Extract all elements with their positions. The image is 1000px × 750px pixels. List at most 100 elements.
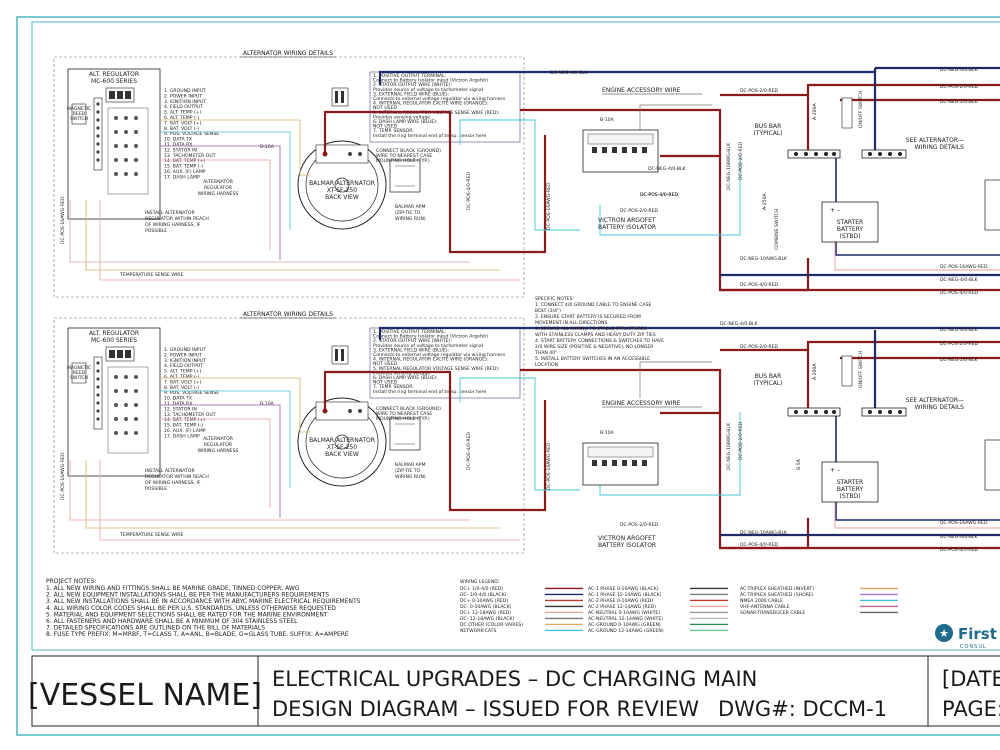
specific-notes-title: SPECIFIC NOTES: bbox=[535, 296, 574, 302]
fuse-a250-top: A-250A bbox=[762, 193, 768, 210]
pin-item: 16. AUX. (F) LAMP bbox=[164, 428, 206, 434]
terminal-note: Provides source of voltage to tachometer… bbox=[373, 87, 483, 93]
pin-item: 14. BAT. TEMP (+) bbox=[164, 417, 205, 423]
fuse-b5: B-5A bbox=[796, 458, 802, 470]
project-note-line: 4. ALL WIRING COLOR CODES SHALL BE PER U… bbox=[46, 605, 336, 612]
terminal-note: Provides source of voltage to tachometer… bbox=[373, 343, 483, 349]
project-note-line: 1. ALL NEW WIRING AND FITTINGS SHALL BE … bbox=[46, 585, 300, 592]
bus-bar-label: BUS BAR(TYPICAL) bbox=[753, 373, 782, 387]
pin-item: 2. POWER INPUT bbox=[164, 93, 202, 99]
dc-pos-16-mid: DC-POS-16AWG-RED bbox=[546, 182, 552, 230]
pin-item: 4. FIELD OUTPUT bbox=[164, 104, 203, 110]
legend-entry: DC+ 12-18AWG (RED) bbox=[460, 610, 511, 616]
pin-item: 7. BAT. VOLT (+) bbox=[164, 379, 201, 385]
dc-neg-10-label: DC-NEG-10AWG-BLK bbox=[740, 256, 788, 262]
alternator-title: BALMAR ALTERNATOR bbox=[309, 180, 375, 187]
pin-item: 7. BAT. VOLT (+) bbox=[164, 120, 201, 126]
balmar-alternator bbox=[297, 87, 387, 230]
pin-item: 13. TACHOMETER OUT bbox=[164, 412, 216, 418]
legend-entry: NMEA 2000 CABLE bbox=[740, 598, 783, 604]
starter-battery bbox=[821, 201, 879, 243]
alternator-section-bottom: ALTERNATOR WIRING DETAILS ALT. REGULATOR… bbox=[53, 311, 1000, 554]
specific-note-line: LOCATION bbox=[535, 362, 558, 368]
connect-black-label: CONNECT BLACK (GROUND)WIRE TO NEAREST CA… bbox=[376, 406, 441, 422]
legend-entry: NETWORK-CATS bbox=[460, 628, 496, 634]
right-edge-labels: DC-NEG-4/0-BLKDC-POS-2/0-REDDC-NEG-2/0-B… bbox=[940, 327, 988, 553]
terminal-note: Connect to Battery Isolator input (Victr… bbox=[373, 334, 488, 340]
terminal-note: Connect to Battery Isolator input (Victr… bbox=[373, 78, 488, 84]
dc-neg-4-top: DC-NEG-4/0-BLK bbox=[720, 321, 759, 327]
sheet-outer-border bbox=[16, 16, 1000, 736]
terminal-note: Install the ring terminal end of temp. s… bbox=[373, 133, 487, 139]
terminal-note: 4. INTERNAL REGULATOR EXCITE WIRE (ORANG… bbox=[373, 357, 489, 363]
cable-label: DC-POS-16AWG-RED bbox=[940, 264, 988, 270]
sheet-inner-border bbox=[31, 21, 1000, 651]
terminal-note: NOT USED bbox=[373, 105, 397, 111]
cable-label: DC-POS-2/0-RED bbox=[940, 84, 979, 90]
date-field: [DATE, bbox=[942, 667, 1000, 691]
specific-note-line: 4. START BATTERY CONNECTIONS & SWITCHES … bbox=[535, 338, 664, 344]
alternator-model: XT-SF-250 bbox=[327, 187, 357, 194]
legend-entry: DC- 12-18AWG (BLACK) bbox=[460, 616, 515, 622]
balmar-apm bbox=[389, 159, 421, 193]
pin-item: 11. DATA RX bbox=[164, 401, 192, 407]
alternator-view: BACK VIEW bbox=[325, 451, 359, 458]
terminal-note: 4. INTERNAL REGULATOR EXCITE WIRE (ORANG… bbox=[373, 101, 489, 107]
legend-entry: AC-GROUND 12-14AWG (GREEN) bbox=[588, 628, 664, 634]
onoff-label: ON/OFF SWITCH bbox=[858, 91, 864, 128]
dc-pos-16-mid-2: DC-POS-16AWG-RED bbox=[546, 442, 552, 490]
dc-pos-4-alt-vertical: DC-POS-4/0-RED bbox=[466, 431, 472, 470]
dc-pos-2-top: DC-POS-2/0-RED bbox=[740, 88, 779, 94]
terminal-note: Install the ring terminal end of temp. s… bbox=[373, 389, 487, 395]
specific-note-line: THAN 40" bbox=[534, 350, 557, 356]
cable-label: DC-NEG-4/0-BLK bbox=[940, 277, 979, 283]
engine-accessory-label: ENGINE ACCESSORY WIRE bbox=[602, 400, 681, 407]
legend-entry: AC-GROUND 0-10AWG (GREEN) bbox=[588, 622, 661, 628]
dc-pos-4-bottom: DC-POS-4/0-RED bbox=[740, 542, 779, 548]
cable-label: DC-NEG-2/0-BLK bbox=[940, 99, 979, 105]
terminal-note: NOT USED bbox=[373, 361, 397, 367]
see-alternator-label: SEE ALTERNATOR—WIRING DETAILS bbox=[906, 397, 964, 411]
terminal-note: 7. TEMP. SENSOR: bbox=[373, 128, 414, 134]
legend-entry: SONAR-TRANSDUCER CABLE bbox=[740, 610, 805, 616]
fuse-b10-alt: B-10A bbox=[260, 144, 275, 150]
title-block: [VESSEL NAME] ELECTRICAL UPGRADES – DC C… bbox=[28, 655, 1000, 727]
pin-item: 12. STATOR IN bbox=[164, 147, 197, 153]
pin-item: 3. IGNITION INPUT bbox=[164, 99, 206, 105]
fuse-a200-top: A-200A bbox=[812, 363, 818, 380]
combine-switch-label: COMBINE SWITCH bbox=[774, 209, 780, 250]
pin-item: 9. POS. VOLTAGE SENSE bbox=[164, 390, 219, 396]
connect-black-label: CONNECT BLACK (GROUND)WIRE TO NEAREST CA… bbox=[376, 148, 441, 164]
alternator-title: BALMAR ALTERNATOR bbox=[309, 437, 375, 444]
project-note-line: 5. MATERIAL AND EQUIPMENT SELECTIONS SHA… bbox=[46, 611, 328, 618]
pin-item: 17. DASH LAMP bbox=[164, 433, 200, 439]
pin-item: 2. POWER INPUT bbox=[164, 352, 202, 358]
pin-item: 3. IGNITION INPUT bbox=[164, 358, 206, 364]
pin-item: 11. DATA RX bbox=[164, 142, 192, 148]
specific-note-line: BOLT (3/4") bbox=[535, 308, 561, 314]
fuse-b10-alt: B-10A bbox=[260, 401, 275, 407]
specific-note-line: 1. CONNECT 4/0 GROUND CABLE TO ENGINE CA… bbox=[535, 302, 652, 308]
dc-neg-10-vertical: DC-NEG-10AWG-BLK bbox=[726, 422, 732, 470]
page-field: PAGE: bbox=[942, 697, 1000, 721]
dc-neg-4-label: DC-NEG-4/0-BLK bbox=[648, 166, 687, 172]
specific-note-line: MOVEMENT IN ALL DIRECTIONS bbox=[535, 320, 607, 326]
cable-label: DC-POS-16AWG-RED bbox=[940, 520, 988, 526]
pin-item: 8. BAT. VOLT (-) bbox=[164, 126, 199, 132]
pin-item: 6. ALT. TEMP (-) bbox=[164, 374, 199, 380]
terminal-note: 6. DASH LAMP WIRE (BLUE): bbox=[373, 375, 438, 381]
battery-terminals: + – bbox=[830, 467, 840, 474]
battery-terminals: + – bbox=[830, 207, 840, 214]
project-note-line: 6. ALL FASTENERS AND HARDWARE SHALL BE A… bbox=[46, 618, 298, 625]
project-note-line: 2. ALL NEW EQUIPMENT INSTALLATIONS SHALL… bbox=[46, 592, 329, 599]
terminal-note: 5. INTERNAL REGULATOR VOLTAGE SENSE WIRE… bbox=[373, 366, 500, 372]
company-logo: ★ First CONSUL bbox=[935, 624, 997, 650]
dc-pos-4-label: DC-POS-4/0-RED bbox=[640, 192, 679, 198]
